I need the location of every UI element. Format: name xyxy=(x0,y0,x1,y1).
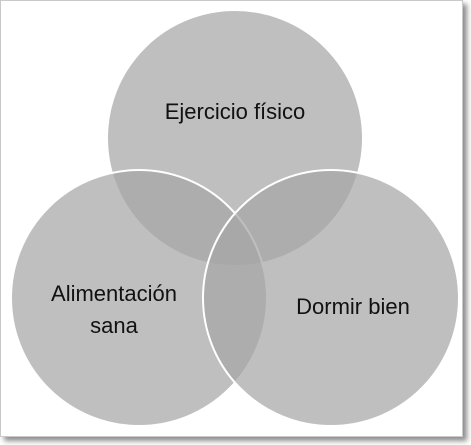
label-alimentacion-line-1: Alimentación xyxy=(51,281,177,306)
label-ejercicio-fisico: Ejercicio físico xyxy=(165,99,306,124)
label-alimentacion-line-2: sana xyxy=(90,313,138,338)
label-dormir-bien: Dormir bien xyxy=(296,294,410,319)
venn-diagram: Ejercicio físico Alimentación sana Dormi… xyxy=(10,9,460,427)
venn-circles xyxy=(10,9,460,427)
diagram-frame: Ejercicio físico Alimentación sana Dormi… xyxy=(0,0,463,437)
circle-dormir-bien xyxy=(202,169,460,427)
